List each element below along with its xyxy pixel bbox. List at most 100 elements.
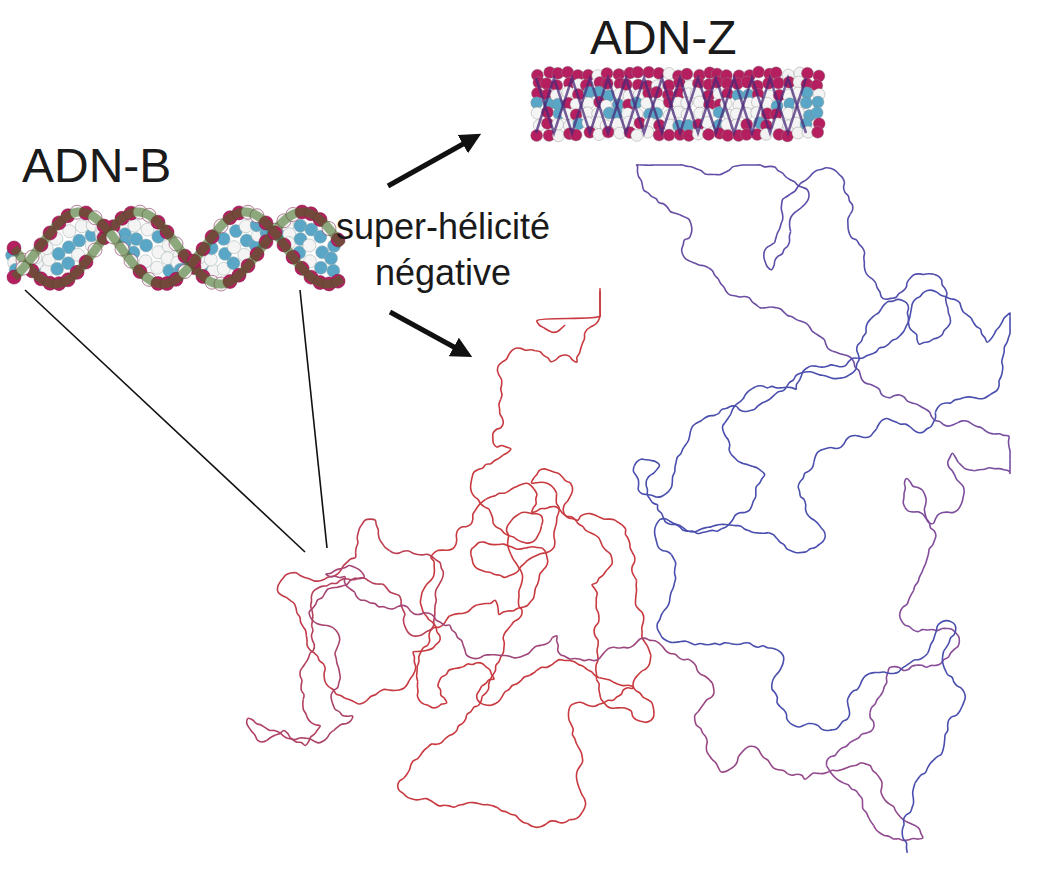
z-atom — [811, 107, 823, 119]
form-label: ADN-Z — [590, 10, 737, 66]
z-atom — [812, 96, 824, 108]
dna-strand — [634, 459, 659, 505]
dna-strand — [827, 713, 874, 766]
dna-strand — [657, 554, 676, 628]
dna-strand — [637, 165, 680, 215]
dna-strand — [848, 214, 876, 283]
base-atom — [140, 239, 153, 252]
dna-strand — [390, 551, 444, 587]
dna-strand — [592, 538, 612, 603]
dna-strand — [417, 677, 446, 708]
base-atom — [73, 234, 86, 247]
dna-strand — [655, 519, 692, 555]
z-backbone — [536, 78, 806, 133]
dna-strand — [722, 414, 761, 471]
dna-strand — [729, 643, 783, 675]
arrow — [388, 139, 472, 186]
dna-strand — [695, 712, 731, 772]
dna-strand — [796, 358, 858, 389]
dna-strand — [345, 676, 413, 704]
dna-strand — [958, 421, 1010, 460]
dna-strand — [787, 763, 860, 779]
dna-strand — [404, 586, 438, 636]
dna-strand — [355, 592, 424, 614]
dna-strand — [449, 600, 513, 616]
base-atom — [128, 219, 141, 232]
dna-strand — [569, 752, 585, 820]
dna-strand — [876, 274, 934, 300]
dna-strand — [814, 429, 877, 463]
z-atom — [632, 66, 644, 78]
dna-strand — [731, 386, 797, 414]
dna-strand — [730, 746, 787, 773]
dna-strand — [999, 317, 1010, 381]
dna-tangle — [247, 165, 1010, 853]
dna-strand — [568, 702, 599, 752]
dna-strand — [421, 799, 497, 808]
dna-strand — [971, 313, 1010, 342]
z-atom — [812, 126, 824, 138]
dna-strand — [356, 519, 390, 552]
dna-strand — [552, 636, 609, 661]
dna-strand — [584, 288, 600, 334]
z-atom — [770, 67, 782, 79]
dna-strand — [529, 660, 599, 678]
zoom-line — [300, 290, 327, 548]
dna-strand — [604, 519, 637, 580]
dna-strand — [905, 497, 963, 524]
dna-strand — [900, 591, 942, 632]
backbone-ribbon — [14, 212, 342, 284]
dna-strand — [692, 524, 769, 533]
dna-strand — [902, 783, 915, 853]
dna-strand — [927, 621, 955, 654]
dna-strand — [890, 395, 958, 426]
dna-strand — [300, 626, 314, 700]
dna-strand — [827, 766, 874, 826]
dna-strand — [858, 308, 912, 358]
dna-strand — [511, 555, 523, 626]
dna-strand — [277, 573, 306, 636]
dna-strand — [933, 274, 951, 339]
dna-strand — [769, 528, 825, 553]
z-atom — [681, 68, 693, 80]
dna-strand — [639, 165, 710, 174]
z-backbone — [536, 78, 806, 133]
dna-strand — [809, 168, 853, 215]
dna-strand — [424, 613, 480, 659]
dna-strand — [903, 479, 926, 519]
dna-strand — [860, 654, 927, 685]
dna-strand — [708, 268, 770, 308]
dna-strand — [412, 620, 440, 676]
dna-strand — [594, 603, 599, 680]
dna-strand — [772, 675, 814, 727]
z-atom — [753, 66, 765, 78]
dna-strand — [912, 290, 972, 318]
z-atom — [663, 129, 675, 141]
dna-strand — [428, 696, 482, 747]
dna-strand — [888, 299, 933, 344]
dna-strand — [680, 215, 709, 268]
dna-strand — [942, 651, 965, 717]
b-dna-model — [6, 205, 345, 291]
dna-strand — [770, 307, 832, 351]
dna-strand — [532, 506, 599, 537]
dna-strand — [599, 678, 654, 721]
dna-strand — [493, 399, 511, 455]
dna-strand — [596, 680, 650, 723]
annotation: super-hélicité négative — [313, 204, 573, 296]
dna-strand — [247, 718, 287, 742]
dna-strand — [679, 658, 714, 712]
dna-strand — [326, 566, 362, 593]
base-atom — [303, 239, 316, 252]
dna-strand — [783, 173, 809, 232]
dna-strand — [775, 177, 810, 242]
zoom-line — [25, 290, 305, 552]
z-atom — [631, 129, 643, 141]
dna-strand — [398, 747, 428, 799]
dna-strand — [480, 638, 552, 658]
dna-strand — [635, 580, 650, 655]
dna-strand — [710, 165, 782, 175]
dna-strand — [310, 617, 340, 678]
base-atom — [227, 257, 240, 270]
